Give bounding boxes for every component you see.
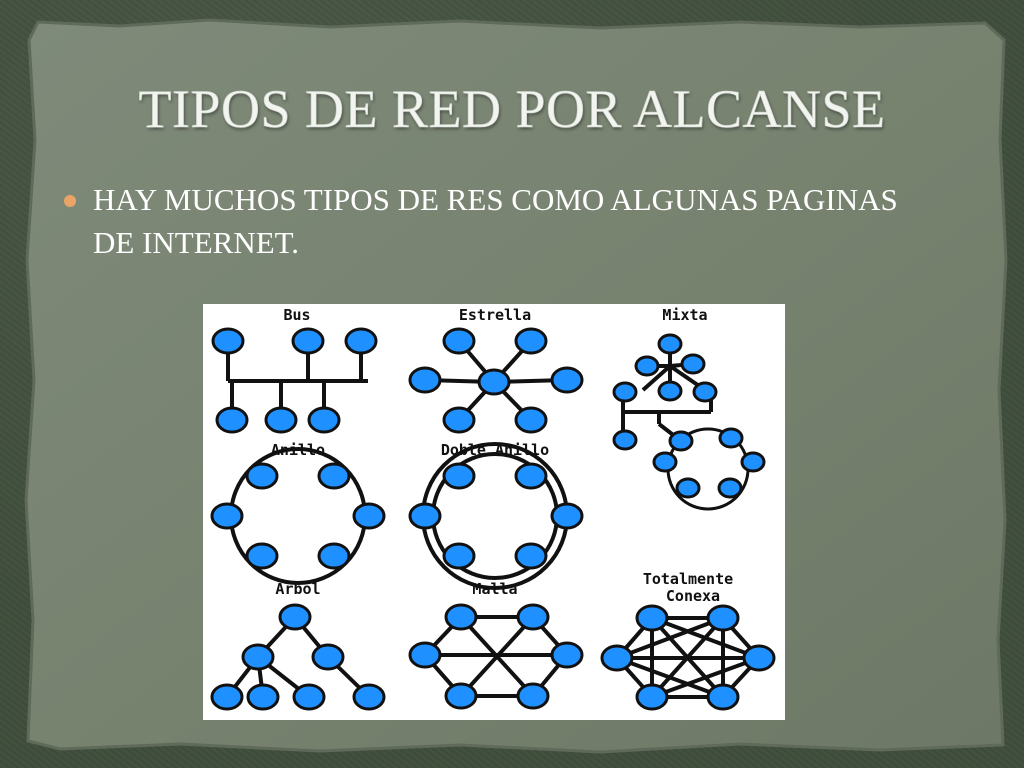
mixed-node xyxy=(680,353,706,375)
network-topology-diagram: Bus Estrella Mixta Anillo Doble Anillo Á… xyxy=(203,304,785,720)
double-ring-node xyxy=(550,502,584,530)
full-mesh-link xyxy=(651,656,760,699)
full-mesh-node xyxy=(600,644,634,672)
mixed-node xyxy=(612,381,638,403)
ring-node xyxy=(352,502,386,530)
star-node xyxy=(442,406,476,434)
mixed-node xyxy=(668,430,694,452)
full-mesh-node xyxy=(706,683,740,711)
label-totalmente: Totalmente xyxy=(643,570,733,588)
ring-node xyxy=(317,542,351,570)
star-node xyxy=(408,366,442,394)
topology-canvas: Bus Estrella Mixta Anillo Doble Anillo Á… xyxy=(210,306,776,711)
double-ring-node xyxy=(442,462,476,490)
full-mesh-node xyxy=(635,683,669,711)
double-ring-node xyxy=(442,542,476,570)
label-doble-anillo: Doble Anillo xyxy=(441,441,549,459)
star-node xyxy=(442,327,476,355)
topology-labels: Bus Estrella Mixta Anillo Doble Anillo Á… xyxy=(271,306,733,605)
tree-node xyxy=(292,683,326,711)
double-ring-node xyxy=(514,542,548,570)
label-malla: Malla xyxy=(472,580,517,598)
mixed-node xyxy=(657,333,683,355)
mesh-node xyxy=(444,682,478,710)
mixed-node xyxy=(612,429,638,451)
mesh-node xyxy=(550,641,584,669)
mixed-node xyxy=(740,451,766,473)
ring-node xyxy=(317,462,351,490)
mixed-node xyxy=(657,380,683,402)
tree-node xyxy=(210,683,244,711)
star-center-node xyxy=(477,368,511,396)
mesh-node xyxy=(408,641,442,669)
mesh-node xyxy=(516,603,550,631)
full-mesh-node xyxy=(635,604,669,632)
label-arbol: Árbol xyxy=(275,579,320,598)
tree-root-node xyxy=(278,603,312,631)
label-estrella: Estrella xyxy=(459,306,531,324)
mesh-node xyxy=(516,682,550,710)
bus-node xyxy=(344,327,378,355)
label-bus: Bus xyxy=(283,306,310,324)
bus-node xyxy=(264,406,298,434)
topology-nodes xyxy=(210,327,776,711)
label-anillo: Anillo xyxy=(271,441,325,459)
ring-node xyxy=(245,542,279,570)
bus-node xyxy=(307,406,341,434)
full-mesh-link xyxy=(616,656,724,699)
tree-node xyxy=(352,683,386,711)
full-mesh-link xyxy=(616,616,724,660)
bullet-text: HAY MUCHOS TIPOS DE RES COMO ALGUNAS PAG… xyxy=(93,182,898,260)
mixed-node xyxy=(692,381,718,403)
tree-node xyxy=(246,683,280,711)
mixed-node xyxy=(718,427,744,449)
double-ring-node xyxy=(514,462,548,490)
double-ring-node xyxy=(408,502,442,530)
star-node xyxy=(514,327,548,355)
mixed-node xyxy=(717,477,743,499)
bus-node xyxy=(215,406,249,434)
full-mesh-node xyxy=(706,604,740,632)
ring-node xyxy=(245,462,279,490)
tree-node xyxy=(241,643,275,671)
bus-node xyxy=(291,327,325,355)
full-mesh-node xyxy=(742,644,776,672)
ring-node xyxy=(210,502,244,530)
slide-title: TIPOS DE RED POR ALCANSE xyxy=(138,79,886,140)
tree-node xyxy=(311,643,345,671)
mixed-link xyxy=(641,364,672,392)
mixed-node xyxy=(652,451,678,473)
bullet-marker xyxy=(64,195,76,207)
mixed-node xyxy=(634,355,660,377)
mixed-node xyxy=(675,477,701,499)
star-node xyxy=(514,406,548,434)
mesh-node xyxy=(444,603,478,631)
label-mixta: Mixta xyxy=(662,306,707,324)
star-node xyxy=(550,366,584,394)
double-ring-outer xyxy=(421,442,569,590)
bus-node xyxy=(211,327,245,355)
label-conexa: Conexa xyxy=(666,587,720,605)
